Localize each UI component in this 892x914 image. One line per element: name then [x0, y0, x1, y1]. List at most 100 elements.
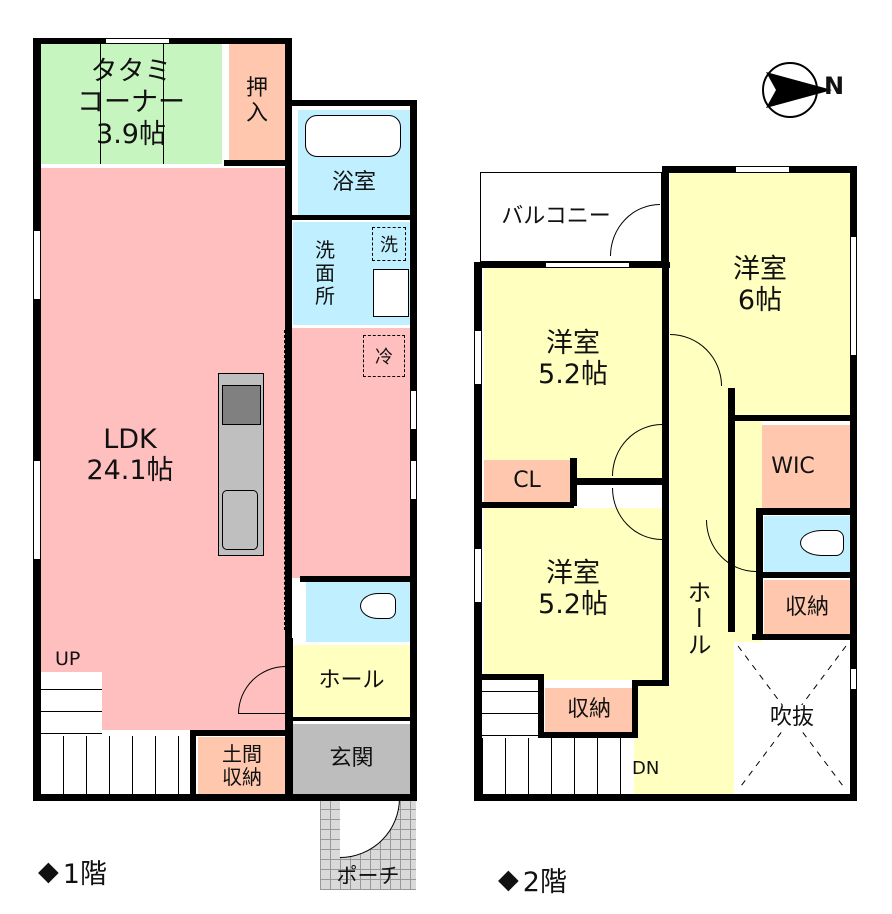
room-label: ポーチ: [336, 863, 400, 888]
room-label: 収納: [784, 595, 829, 621]
washer-space: 洗: [372, 227, 406, 261]
wall: [538, 674, 544, 738]
window: [410, 390, 417, 430]
room-label: 洗 面 所: [315, 238, 335, 308]
window: [735, 166, 790, 173]
wall: [224, 160, 290, 166]
room-label: ホール: [318, 668, 385, 694]
stairs[interactable]: [482, 680, 540, 736]
window: [474, 548, 482, 603]
stairs[interactable]: [40, 736, 190, 794]
bathtub-icon: [305, 115, 401, 157]
room-label: LDK 24.1帖: [86, 423, 174, 486]
room-label: タタミ コーナー 3.9帖: [77, 56, 185, 150]
room-label: 吹抜: [769, 705, 814, 731]
wall: [632, 680, 668, 686]
room-label: 浴室: [331, 169, 376, 195]
wall: [300, 576, 417, 582]
room-tatami-corner: タタミ コーナー 3.9帖: [40, 42, 222, 164]
hall-label: ホール: [683, 580, 711, 658]
floor1-plan: タタミ コーナー 3.9帖 押 入 LDK 24.1帖 浴室 洗 面 所 洗 冷…: [0, 0, 440, 914]
room-label: WIC: [771, 454, 815, 480]
floor1-title: 1階: [62, 859, 107, 890]
wall: [474, 794, 857, 801]
fridge-label: 冷: [375, 347, 393, 368]
compass-north-label: N: [824, 72, 845, 100]
toilet-icon: [800, 530, 844, 556]
room-oshiire: 押 入: [229, 42, 285, 160]
room-label: バルコニー: [501, 204, 611, 230]
compass: N: [760, 60, 860, 120]
stairs-up-label: UP: [55, 648, 81, 670]
compass-arrow-icon: [762, 62, 832, 118]
room-hall: ホール: [293, 645, 410, 717]
sink-icon: [222, 490, 258, 550]
wall: [292, 215, 410, 220]
diamond-marker-icon: ◆: [498, 864, 519, 895]
floor1-caption: ◆ 1階: [38, 852, 107, 891]
room-label: CL: [513, 468, 541, 494]
room-doma-storage: 土間 収納: [198, 737, 286, 794]
room-label: 収納: [566, 697, 611, 723]
stove-icon: [222, 385, 261, 425]
window: [33, 230, 41, 300]
room-western-52-bottom: 洋室 5.2帖: [484, 508, 662, 680]
sink-basin-icon: [373, 269, 409, 317]
room-genkan: 玄関: [293, 724, 410, 794]
wall: [292, 100, 417, 106]
room-label: 洋室 6帖: [733, 253, 787, 316]
stairs[interactable]: [482, 738, 632, 794]
wall: [474, 674, 544, 680]
window: [33, 460, 41, 560]
wall: [850, 166, 857, 800]
room-atrium: 吹抜: [734, 642, 850, 794]
wall: [756, 508, 763, 636]
stairs-down-label: DN: [632, 758, 660, 779]
wall: [410, 100, 417, 800]
room-hall-2f-lower: [634, 685, 684, 794]
washer-label: 洗: [380, 235, 398, 256]
wall: [190, 730, 196, 798]
kitchen-counter: [218, 373, 264, 556]
window: [850, 668, 857, 690]
floor2-title: 2階: [522, 867, 567, 898]
window: [474, 330, 482, 385]
wall: [752, 634, 856, 640]
room-storage-bottom: 収納: [545, 688, 633, 732]
room-label: 玄関: [329, 746, 374, 772]
wall: [474, 262, 482, 800]
room-label: 土間 収納: [222, 741, 262, 789]
wall: [662, 166, 669, 686]
wall: [293, 717, 410, 721]
window: [850, 236, 857, 356]
room-label: 押 入: [245, 75, 268, 126]
fridge-space: 冷: [363, 335, 405, 377]
diamond-marker-icon: ◆: [38, 856, 59, 887]
room-ldk-extension: [288, 328, 410, 578]
wall: [756, 572, 856, 578]
tatami-line: [163, 42, 164, 164]
wall: [190, 730, 290, 736]
room-closet: CL: [484, 460, 570, 502]
toilet-icon: [360, 593, 396, 619]
wall: [756, 508, 856, 515]
wall: [33, 38, 41, 800]
room-storage-right: 収納: [764, 580, 850, 636]
ldk-label-area: LDK 24.1帖: [60, 410, 200, 500]
room-label: 洋室 5.2帖: [538, 557, 608, 620]
wall: [728, 388, 735, 632]
window: [105, 38, 170, 44]
wall: [285, 38, 292, 638]
wall: [474, 502, 574, 508]
stairs[interactable]: [40, 672, 102, 734]
wall: [538, 732, 638, 738]
tatami-line: [100, 42, 101, 164]
wall: [285, 638, 293, 798]
window: [410, 460, 417, 500]
room-label: 洋室 5.2帖: [538, 327, 608, 390]
window: [545, 262, 630, 268]
floor2-caption: ◆ 2階: [498, 860, 567, 899]
wall: [570, 458, 577, 506]
wall: [570, 478, 668, 485]
